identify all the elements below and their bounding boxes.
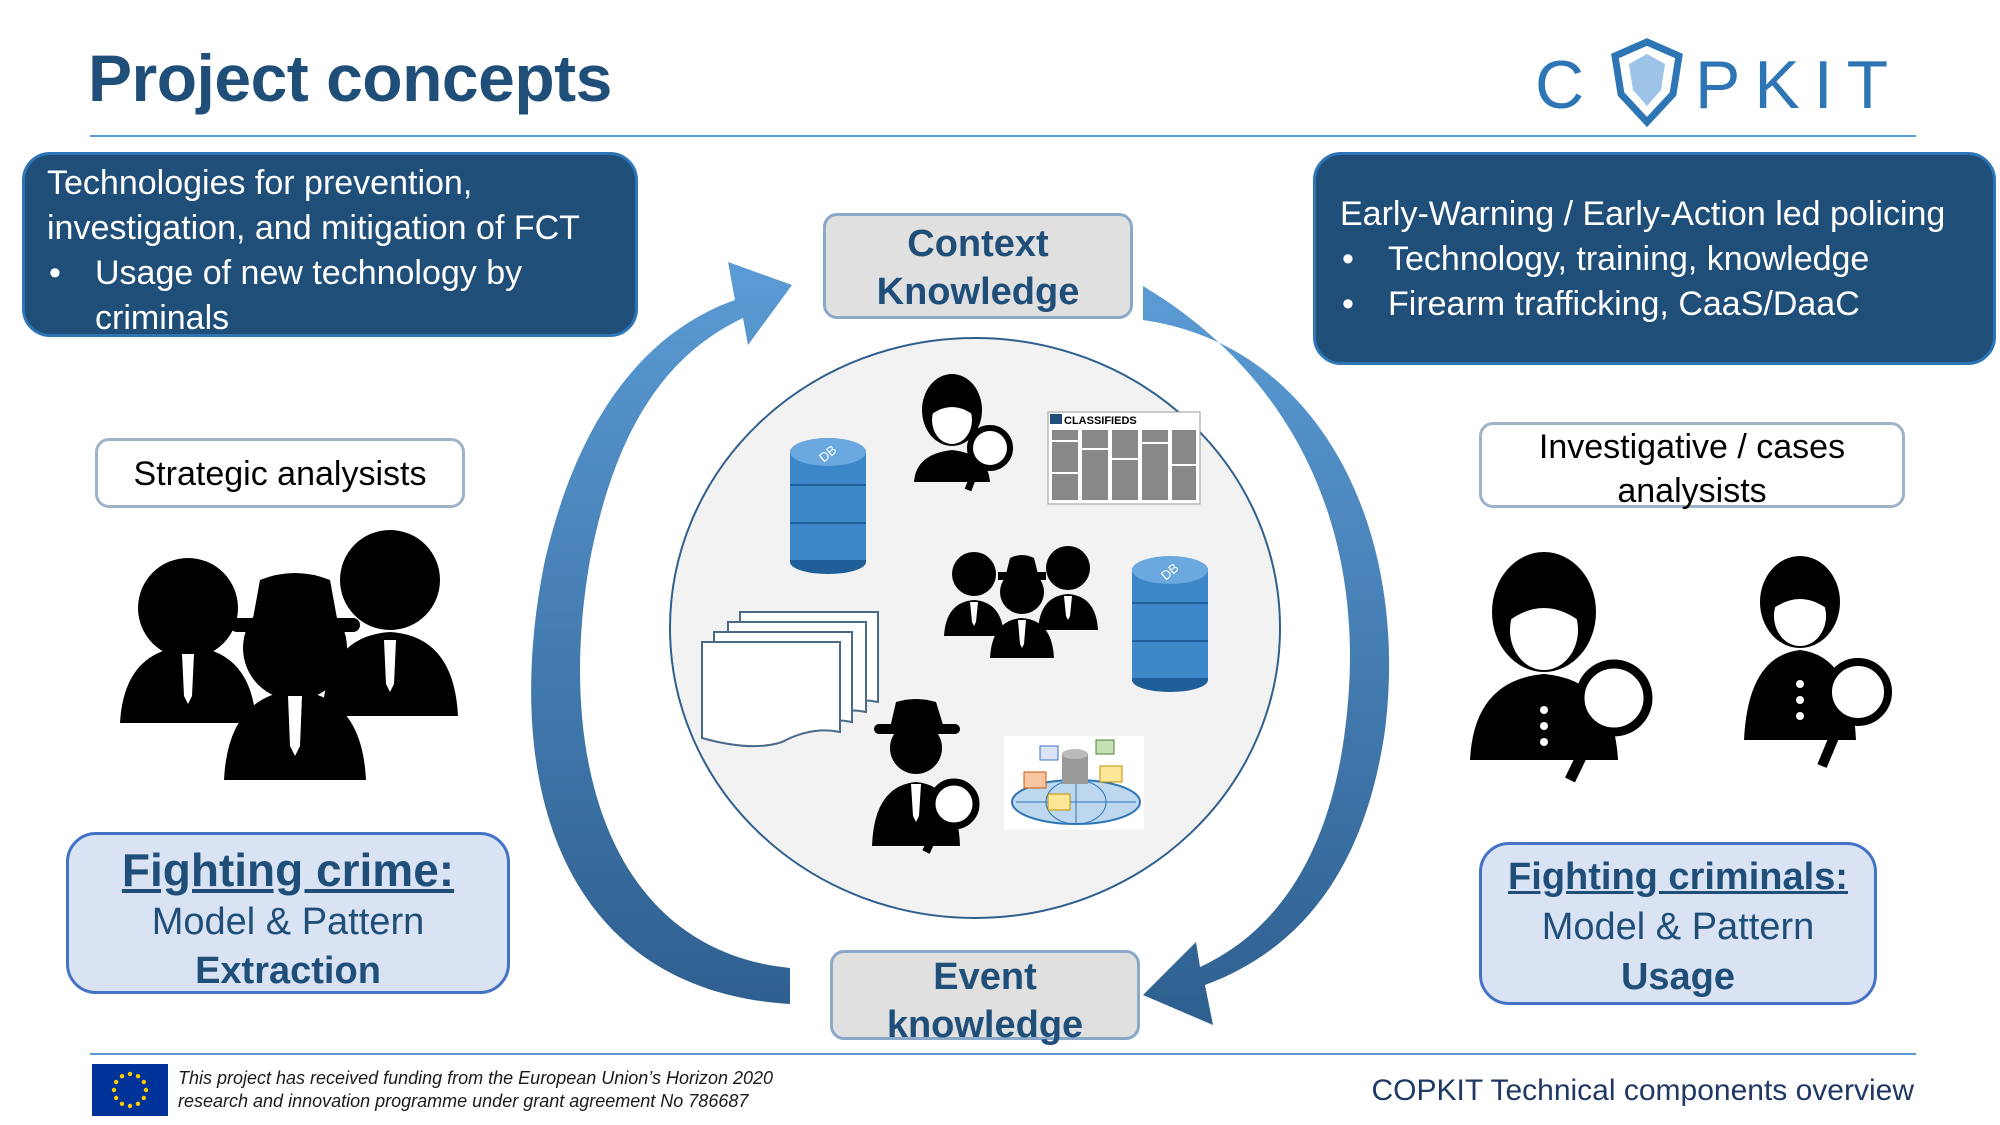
investigative-analysts-label: Investigative / cases analysists	[1479, 422, 1905, 510]
eu-star	[113, 1095, 119, 1101]
technologies-line2: investigation, and mitigation of FCT	[47, 209, 580, 247]
shield-icon	[1611, 38, 1683, 128]
policing-bullet-1: Technology, training, knowledge	[1342, 237, 1993, 282]
funding-note: This project has received funding from t…	[178, 1068, 774, 1111]
header-divider	[90, 135, 1916, 137]
logo-text-right: PKIT	[1695, 47, 1902, 123]
copkit-logo: C PKIT	[1535, 28, 1915, 128]
eu-star	[119, 1073, 125, 1079]
eu-star	[141, 1095, 147, 1101]
database-icon: DB	[790, 438, 866, 574]
database-icon: DB	[1132, 556, 1208, 692]
eu-star	[113, 1079, 119, 1085]
fighting-criminals-title: Fighting criminals:	[1508, 856, 1848, 898]
strategic-analysts-group-icon	[120, 530, 458, 780]
documents-icon	[701, 611, 879, 748]
fighting-crime-title: Fighting crime:	[121, 844, 455, 896]
strategic-analysts-label: Strategic analysists	[95, 438, 465, 508]
policing-heading: Early-Warning / Early-Action led policin…	[1340, 195, 1946, 233]
technologies-line1: Technologies for prevention,	[47, 164, 473, 202]
context-knowledge-box: Context Knowledge	[823, 213, 1133, 319]
eu-flag-icon	[92, 1064, 168, 1116]
cycle-arrow-left	[531, 262, 792, 1004]
technologies-box: Technologies for prevention, investigati…	[22, 152, 638, 337]
fighting-crime-box: Fighting crime: Model & Pattern Extracti…	[66, 832, 510, 994]
page-title: Project concepts	[88, 41, 612, 115]
newspaper-icon: CLASSIFIEDS	[1047, 411, 1201, 505]
policing-bullet-2: Firearm trafficking, CaaS/DaaC	[1342, 282, 1993, 327]
eu-star	[119, 1101, 125, 1107]
eu-star	[143, 1087, 149, 1093]
analyst-group-icon	[944, 546, 1098, 658]
investigator-hat-icon	[872, 699, 980, 854]
svg-text:CLASSIFIEDS: CLASSIFIEDS	[1064, 415, 1137, 427]
investigator-female-icon	[914, 374, 1013, 492]
network-globe-icon	[1004, 736, 1144, 830]
eu-star	[141, 1079, 147, 1085]
eu-star	[111, 1087, 117, 1093]
eu-star	[127, 1071, 133, 1077]
footer-title: COPKIT Technical components overview	[1371, 1074, 1914, 1107]
eu-star	[135, 1073, 141, 1079]
footer-divider	[90, 1053, 1916, 1055]
policing-box: Early-Warning / Early-Action led policin…	[1313, 152, 1996, 365]
investigator-female-icon	[1744, 556, 1892, 768]
cycle-arrow-right	[1143, 286, 1390, 1025]
eu-star	[135, 1101, 141, 1107]
eu-star	[127, 1103, 133, 1109]
investigator-female-icon	[1470, 552, 1653, 783]
investigative-analysts-icons	[1470, 552, 1892, 783]
technologies-bullet: Usage of new technology by criminals	[49, 251, 635, 341]
event-knowledge-box: Event knowledge	[830, 950, 1140, 1046]
fighting-criminals-box: Fighting criminals: Model & Pattern Usag…	[1479, 842, 1877, 1005]
logo-text-left: C	[1535, 47, 1592, 123]
